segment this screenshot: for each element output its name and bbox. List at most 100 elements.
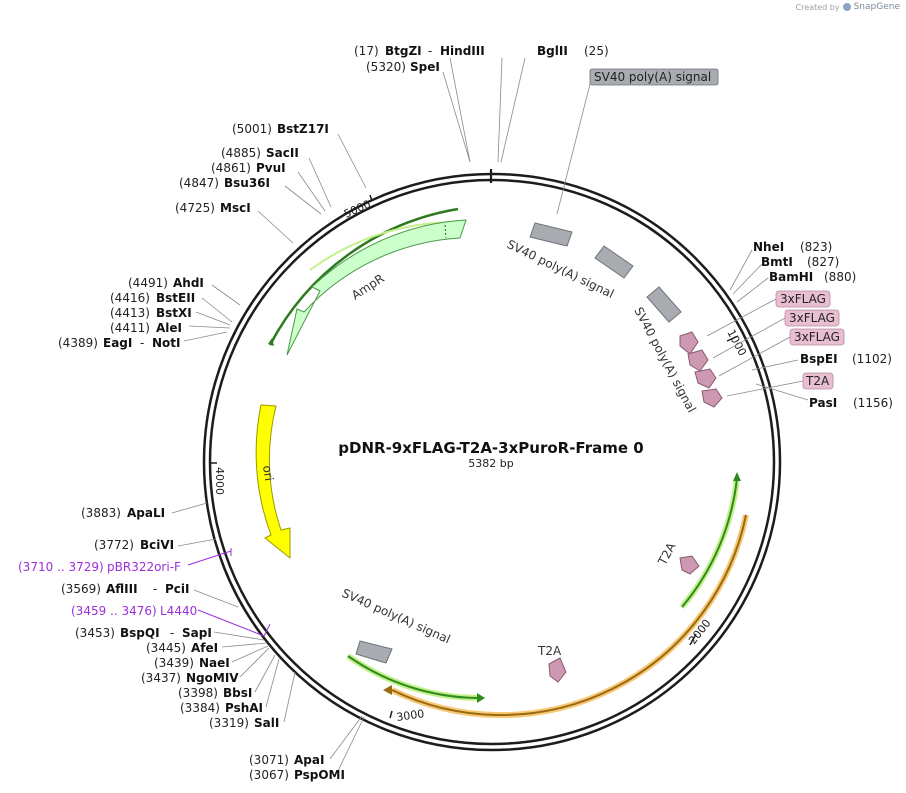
tick-mark-1000 <box>726 335 739 342</box>
bstxi-label: BstXI <box>156 306 192 320</box>
spei-label: SpeI <box>410 60 440 74</box>
apali-label: ApaLI <box>127 506 165 520</box>
flag-arrow-3[interactable] <box>694 368 717 389</box>
pcii-label: PciI <box>165 582 190 596</box>
tick-mark-5000 <box>369 194 373 202</box>
bspei-leader <box>751 359 799 371</box>
t2a-arrow-bottom[interactable] <box>548 657 567 683</box>
orange-feature-line <box>391 514 747 716</box>
afliii-label: AflIII <box>106 582 138 596</box>
ampr-label: AmpR <box>349 271 387 302</box>
bstz17i-leader <box>337 133 367 189</box>
t2a-callout-box[interactable] <box>802 372 834 390</box>
bmti-position: (827) <box>807 255 839 269</box>
pbr322ori-position: (3710 .. 3729) <box>18 560 104 574</box>
bbsi-label: BbsI <box>223 686 252 700</box>
flag-callout-box-1[interactable] <box>775 290 831 308</box>
sv40-polya-box-4[interactable] <box>355 640 393 664</box>
naei-label: NaeI <box>199 656 230 670</box>
eagi-leader <box>183 331 228 342</box>
bsteii-leader <box>201 297 233 323</box>
bamhi-position: (880) <box>824 270 856 284</box>
naei-position: (3439) <box>154 656 194 670</box>
bcivi-label: BciVI <box>140 538 174 552</box>
tick-label-5000: 5000 <box>342 197 373 220</box>
bstxi-leader <box>195 311 231 326</box>
tick-label-3000: 3000 <box>396 707 426 724</box>
ampr-primer-arrowhead <box>268 338 274 346</box>
bspqi-leader <box>213 631 265 641</box>
alei-leader <box>188 325 231 329</box>
green-feature-line-bottom <box>347 655 479 699</box>
created-by-label: Created by <box>795 2 840 12</box>
orange-feature-glow <box>390 514 749 718</box>
t2a-arrow-top[interactable] <box>701 388 723 408</box>
pspomi-label: PspOMI <box>294 768 345 782</box>
btgzi-label: BtgZI <box>385 44 422 58</box>
ngomiv-leader <box>239 647 270 678</box>
pspomi-position: (3067) <box>249 768 289 782</box>
snapgene-watermark: Created by SnapGene <box>796 2 900 12</box>
sali-leader <box>283 671 296 723</box>
hindiii-leader <box>497 57 503 163</box>
bspei-label: BspEI <box>800 352 838 366</box>
bspei-position: (1102) <box>852 352 892 366</box>
l4440-label: L4440 <box>160 604 197 618</box>
bspqi-sapi-separator: - <box>170 626 174 640</box>
btgzi-hindiii-separator: - <box>428 44 432 58</box>
nhei-leader <box>729 249 753 291</box>
sv40-callout-leader <box>556 83 591 215</box>
ampr-primer-line <box>268 207 459 346</box>
msci-position: (4725) <box>175 201 215 215</box>
btgzi-position: (17) <box>354 44 379 58</box>
ampr-feature-arrow[interactable] <box>286 219 467 356</box>
flag-callout-label-2: 3xFLAG <box>789 311 835 325</box>
bbsi-position: (3398) <box>178 686 218 700</box>
ngomiv-label: NgoMIV <box>186 671 239 685</box>
ori-label: ori <box>260 464 276 481</box>
tick-mark-3000 <box>389 710 393 719</box>
noti-label: NotI <box>152 336 181 350</box>
nhei-label: NheI <box>753 240 784 254</box>
t2a-callout-leader <box>726 380 804 397</box>
sv40-polya-label-3: SV40 poly(A) signal <box>340 586 453 646</box>
green-feature-arrowhead-right <box>733 472 741 481</box>
bglii-label: BglII <box>537 44 568 58</box>
sv40-polya-box-1[interactable] <box>529 222 573 247</box>
afei-position: (3445) <box>146 641 186 655</box>
sv40-callout-box[interactable] <box>589 68 719 86</box>
bglii-position: (25) <box>584 44 609 58</box>
naei-leader <box>231 645 269 663</box>
apali-leader <box>171 502 208 514</box>
sapi-label: SapI <box>182 626 212 640</box>
eagi-position: (4389) <box>58 336 98 350</box>
t2a-label-bottom: T2A <box>537 644 562 658</box>
pspomi-leader <box>336 716 365 774</box>
l4440-site-mark <box>263 623 271 637</box>
eagi-noti-separator: - <box>140 336 144 350</box>
flag-2-leader <box>712 317 786 359</box>
flag-callout-label-1: 3xFLAG <box>780 292 826 306</box>
flag-3-leader <box>718 336 791 377</box>
flag-callout-box-2[interactable] <box>784 309 840 327</box>
flag-callout-box-3[interactable] <box>789 328 845 346</box>
sali-label: SalI <box>254 716 279 730</box>
apali-position: (3883) <box>81 506 121 520</box>
ngomiv-position: (3437) <box>141 671 181 685</box>
sv40-polya-box-2[interactable] <box>594 245 634 279</box>
bspqi-label: BspQI <box>120 626 160 640</box>
t2a-arrow-right[interactable] <box>679 555 700 575</box>
sv40-polya-box-3[interactable] <box>646 286 682 323</box>
spei-position: (5320) <box>366 60 406 74</box>
bcivi-position: (3772) <box>94 538 134 552</box>
green-feature-line-right <box>681 477 738 608</box>
bbsi-leader <box>254 654 276 693</box>
flag-arrow-2[interactable] <box>687 349 709 372</box>
pasi-leader <box>755 383 809 401</box>
ori-feature-arrow[interactable] <box>255 404 291 560</box>
flag-arrow-1[interactable] <box>679 331 699 355</box>
pvui-label: PvuI <box>256 161 286 175</box>
afei-label: AfeI <box>191 641 218 655</box>
pasi-label: PasI <box>809 396 837 410</box>
